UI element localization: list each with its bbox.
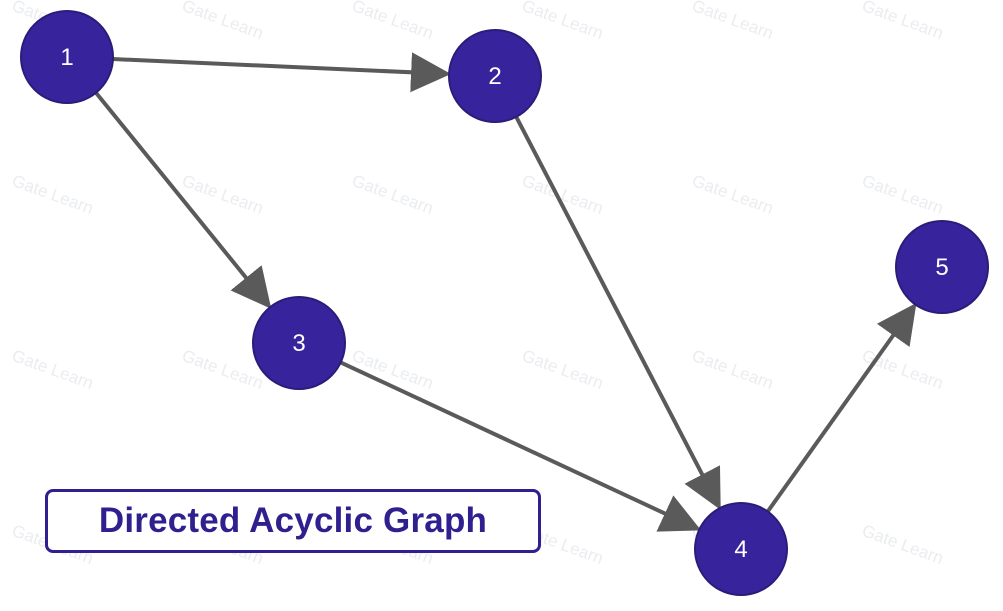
node-3-circle [252,296,346,390]
edge-3-to-4 [339,360,702,532]
edge-4-to-5 [766,302,917,513]
diagram-title: Directed Acyclic Graph [98,501,488,540]
edge-1-to-2 [112,52,452,93]
node-4-circle [694,502,788,596]
node-1: 1 [20,10,114,104]
node-5-circle [895,220,989,314]
node-5-label: 5 [935,254,948,281]
title-box: Directed Acyclic Graph [45,489,541,553]
node-5: 5 [895,220,989,314]
node-2-label: 2 [488,63,501,90]
edge-2-to-4 [514,115,721,510]
node-1-label: 1 [60,44,73,71]
node-3: 3 [252,296,346,390]
nodes-layer: 1 2 3 4 5 [20,10,989,596]
node-2: 2 [448,29,542,123]
node-1-circle [20,10,114,104]
edges-layer [94,52,917,532]
node-4-label: 4 [734,536,747,563]
edge-1-to-3 [94,91,272,309]
node-3-label: 3 [292,330,305,357]
node-4: 4 [694,502,788,596]
node-2-circle [448,29,542,123]
